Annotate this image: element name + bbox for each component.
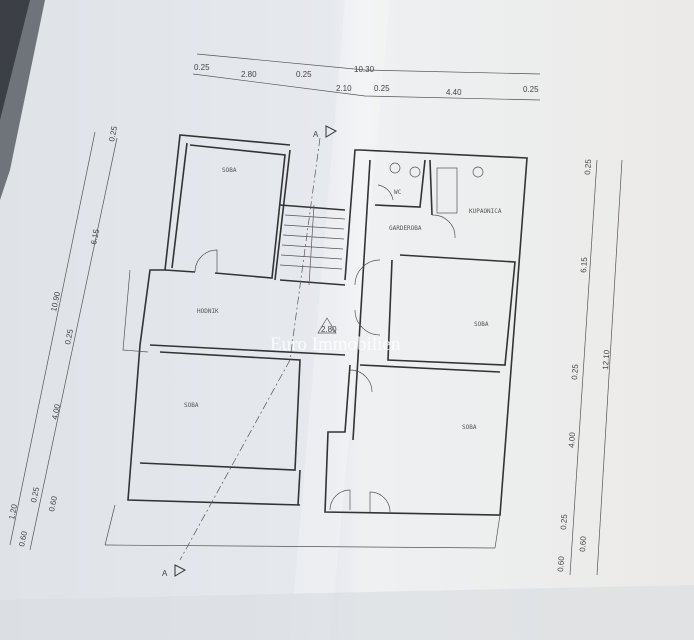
left-dimension — [9, 131, 118, 551]
dim-label: 1.20 — [7, 503, 19, 521]
stairs — [279, 204, 346, 286]
room-label: SOBA — [474, 321, 489, 328]
section-mark-top: A — [313, 125, 338, 139]
dim-label: 0.60 — [578, 535, 588, 552]
dim-label: 4.40 — [446, 88, 462, 97]
watermark: Euro Immobilien — [270, 334, 401, 355]
dim-label: 10.90 — [49, 290, 62, 312]
fold-highlight — [290, 0, 390, 640]
dim-label: 10.30 — [354, 65, 375, 74]
dim-label: 6.15 — [89, 228, 101, 246]
dim-label: 0.25 — [559, 513, 569, 530]
dim-label: 0.25 — [570, 363, 580, 380]
dim-label: 12.10 — [601, 349, 611, 370]
dim-label: 6.15 — [579, 256, 589, 273]
dim-label: 0.25 — [29, 486, 41, 504]
doors — [194, 162, 484, 513]
level-triangle-icon — [317, 317, 337, 334]
dim-label: 0.60 — [556, 555, 566, 572]
room-label: HODNIK — [197, 308, 219, 315]
right-dimension — [569, 159, 623, 576]
room-label: KUPAONICA — [469, 208, 502, 215]
dim-label: 0.25 — [296, 70, 312, 79]
top-dimension — [192, 53, 541, 101]
dim-label: 0.25 — [523, 85, 539, 94]
dim-label: 0.60 — [17, 530, 29, 548]
dim-label: 4.00 — [567, 431, 577, 448]
svg-text:A: A — [162, 569, 168, 578]
dim-label: 0.25 — [583, 158, 593, 175]
room-label: WC — [394, 189, 402, 196]
dim-label: 2.80 — [241, 70, 257, 79]
walls — [104, 134, 528, 549]
dim-label: 0.60 — [47, 495, 59, 513]
dim-label: 4.00 — [50, 403, 62, 421]
level-mark: 2.80 — [321, 325, 337, 334]
dim-label: 0.25 — [374, 84, 390, 93]
svg-text:A: A — [313, 130, 319, 139]
room-label: SOBA — [462, 424, 477, 431]
room-label: SOBA — [222, 167, 237, 174]
dim-label: 0.25 — [107, 125, 119, 143]
room-label: SOBA — [184, 402, 199, 409]
section-line — [179, 137, 321, 561]
room-label: GARDEROBA — [389, 225, 422, 232]
section-mark-bottom: A — [162, 564, 187, 578]
dim-label: 0.25 — [63, 328, 75, 346]
dim-label: 2.10 — [336, 84, 352, 93]
dim-label: 0.25 — [194, 63, 210, 72]
